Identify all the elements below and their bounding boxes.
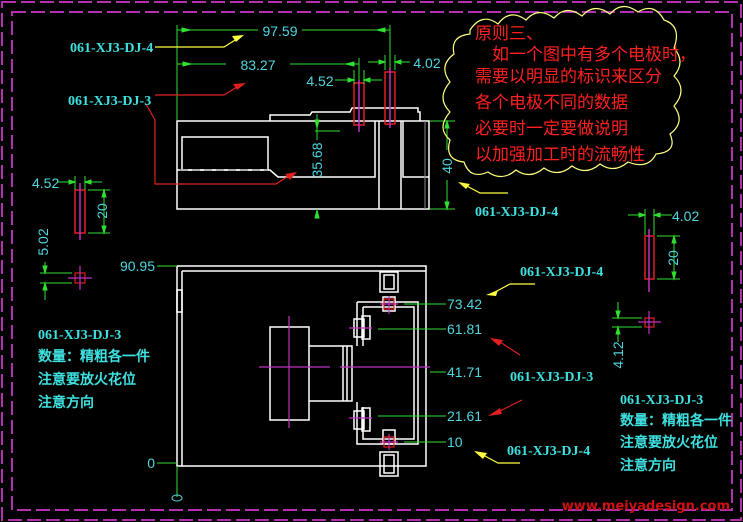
leader-dj3-lower (497, 399, 523, 413)
ordinate-61.81: 61.81 (447, 321, 482, 337)
origin-marker (171, 494, 183, 502)
top-view-dimensions (176, 25, 455, 219)
left-note: 061-XJ3-DJ-3 数量：精粗各一件 注意要放火花位 注意方向 (38, 328, 150, 411)
dim-height: 40 (439, 158, 455, 174)
note-line: 注意要放火花位 (620, 434, 718, 451)
ordinate-73.42: 73.42 (447, 296, 482, 312)
electrode-dj4-plan-bottom (383, 436, 395, 448)
right-detail-length: 20 (665, 250, 681, 266)
note-line: 如一个图中有多个电极时， (475, 45, 696, 65)
arrow-dj3-body (285, 172, 297, 180)
left-electrode-detail: 4.52 20 5.02 (32, 175, 110, 300)
dim-overall-width: 97.59 (262, 23, 297, 39)
note-line: 注意方向 (620, 457, 676, 474)
arrow-dj4-top (486, 290, 498, 296)
arrow-dj3-upper (490, 338, 503, 346)
dim-to-electrode: 83.27 (240, 57, 275, 73)
left-detail-length: 20 (94, 203, 110, 219)
note-line: 各个电极不同的数据 (475, 93, 628, 113)
label-dj4-bottom: 061-XJ3-DJ-4 (507, 444, 590, 459)
arrow-dj4 (232, 35, 244, 42)
left-detail-offset: 5.02 (35, 228, 51, 255)
top-view-outline (176, 107, 430, 210)
ordinate-41.71: 41.71 (447, 364, 482, 380)
label-dj4-top: 061-XJ3-DJ-4 (520, 265, 603, 280)
note-line: 以加强加工时的流畅性 (475, 145, 645, 165)
leader-dj3-upper (499, 341, 521, 356)
arrow-dj3 (233, 83, 246, 90)
note-line: 注意方向 (38, 394, 94, 411)
electrode-dj3-top (353, 80, 365, 132)
watermark: www.meiyadesign.com (562, 499, 730, 514)
note-line: 061-XJ3-DJ-3 (620, 393, 703, 408)
note-line: 数量：精粗各一件 (38, 348, 150, 365)
right-detail-width: 4.02 (672, 208, 699, 224)
arrow-dj3-lower (488, 408, 502, 416)
leader-dj4 (155, 36, 241, 48)
label-dj4-right: 061-XJ3-DJ-4 (475, 205, 558, 220)
note-line: 原则三、 (475, 24, 543, 44)
cloud-outline (442, 5, 682, 178)
label-dj3-mid: 061-XJ3-DJ-3 (510, 370, 593, 385)
top-view: 97.59 83.27 4.52 4.02 35.68 40 061-XJ3-D… (68, 23, 558, 220)
electrode-dj4-top (384, 68, 396, 128)
dim-depth: 35.68 (309, 142, 325, 177)
right-note: 061-XJ3-DJ-3 数量：精粗各一件 注意要放火花位 注意方向 (620, 393, 732, 474)
leader-dj4-bottom (482, 454, 520, 464)
leader-dj3-body (145, 103, 291, 185)
right-electrode-detail: 4.02 20 4.12 (610, 208, 699, 369)
ordinate-0: 0 (147, 455, 155, 471)
note-line: 注意要放火花位 (38, 371, 136, 388)
label-dj3: 061-XJ3-DJ-3 (68, 94, 151, 109)
dim-electrode-2-width: 4.02 (413, 55, 440, 71)
leader-dj4-right (464, 184, 508, 194)
leader-dj3 (155, 84, 241, 96)
ordinate-leaders (157, 265, 446, 497)
note-cloud: 原则三、 如一个图中有多个电极时， 需要以明显的标识来区分 各个电极不同的数据 … (442, 5, 696, 178)
ordinate-21.61: 21.61 (447, 408, 482, 424)
leader-dj4-top (494, 283, 535, 293)
ordinate-10: 10 (447, 434, 463, 450)
inner-border (11, 11, 733, 511)
ordinate-90.95: 90.95 (120, 258, 155, 274)
right-detail-offset: 4.12 (610, 341, 626, 368)
arrow-dj4-bottom (474, 451, 487, 459)
left-detail-width: 4.52 (32, 175, 59, 191)
label-dj4: 061-XJ3-DJ-4 (70, 41, 153, 56)
note-line: 必要时一定要做说明 (475, 119, 628, 139)
note-line: 数量：精粗各一件 (620, 412, 732, 429)
note-line: 需要以明显的标识来区分 (475, 67, 662, 87)
electrode-dj4-plan-top (383, 298, 395, 310)
dim-electrode-1-width: 4.52 (306, 73, 333, 89)
arrow-dj4-right (458, 182, 470, 189)
plan-view: 90.95 73.42 61.81 41.71 21.61 10 0 061-X… (120, 258, 603, 502)
note-line: 061-XJ3-DJ-3 (38, 328, 121, 343)
